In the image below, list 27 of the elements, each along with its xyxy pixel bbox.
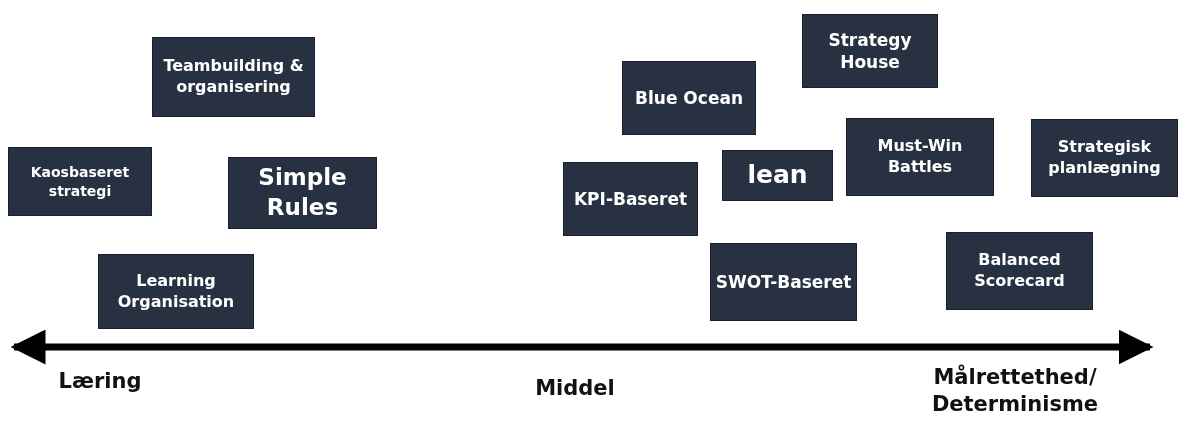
axis-label: Læring (57, 368, 143, 395)
axis-label: Målrettethed/ Determinisme (930, 364, 1100, 419)
method-box (710, 243, 857, 321)
method-box (152, 37, 315, 117)
method-name: SWOT-Baseret (715, 270, 852, 294)
method-box (8, 147, 152, 216)
method-box (228, 157, 377, 229)
method-name: Teambuilding & organisering (162, 56, 305, 98)
method-box (846, 118, 994, 196)
method-name: Strategisk planlægning (1047, 137, 1162, 179)
method-name: Learning Organisation (116, 270, 236, 313)
method-name: Must-Win Battles (876, 136, 964, 178)
method-box (98, 254, 254, 329)
method-box (722, 150, 833, 201)
method-name: KPI-Baseret (573, 187, 688, 211)
method-name: Strategy House (827, 28, 913, 74)
method-name: Blue Ocean (635, 86, 743, 110)
method-box (622, 61, 756, 135)
method-name: lean (747, 159, 808, 192)
method-box (563, 162, 698, 236)
method-name: Simple Rules (257, 163, 348, 222)
method-box (802, 14, 938, 88)
method-box (946, 232, 1093, 310)
method-box (1031, 119, 1178, 197)
method-name: Kaosbaseret strategi (29, 163, 131, 200)
axis-label: Middel (534, 375, 616, 402)
method-name: Balanced Scorecard (973, 250, 1066, 292)
